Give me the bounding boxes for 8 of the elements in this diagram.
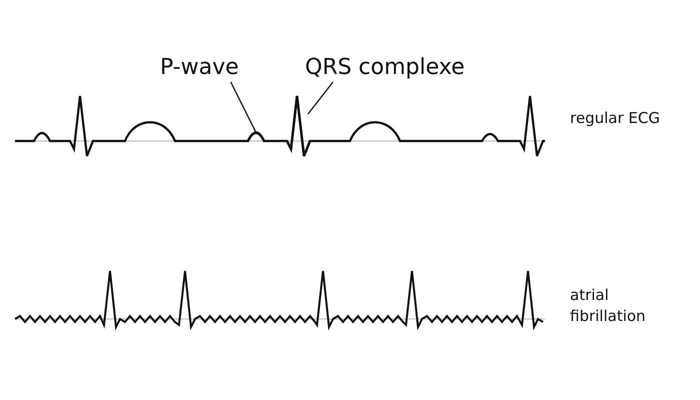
p-wave-segment xyxy=(246,131,266,142)
qrs-complex-segment xyxy=(286,94,312,158)
trace-label: regular ECG xyxy=(570,108,661,129)
leader-line xyxy=(307,82,334,114)
wave-label: QRS complexe xyxy=(305,55,465,80)
trace-label: atrial fibrillation xyxy=(570,285,647,327)
leader-line xyxy=(230,82,257,133)
wave-label: P-wave xyxy=(160,55,239,80)
